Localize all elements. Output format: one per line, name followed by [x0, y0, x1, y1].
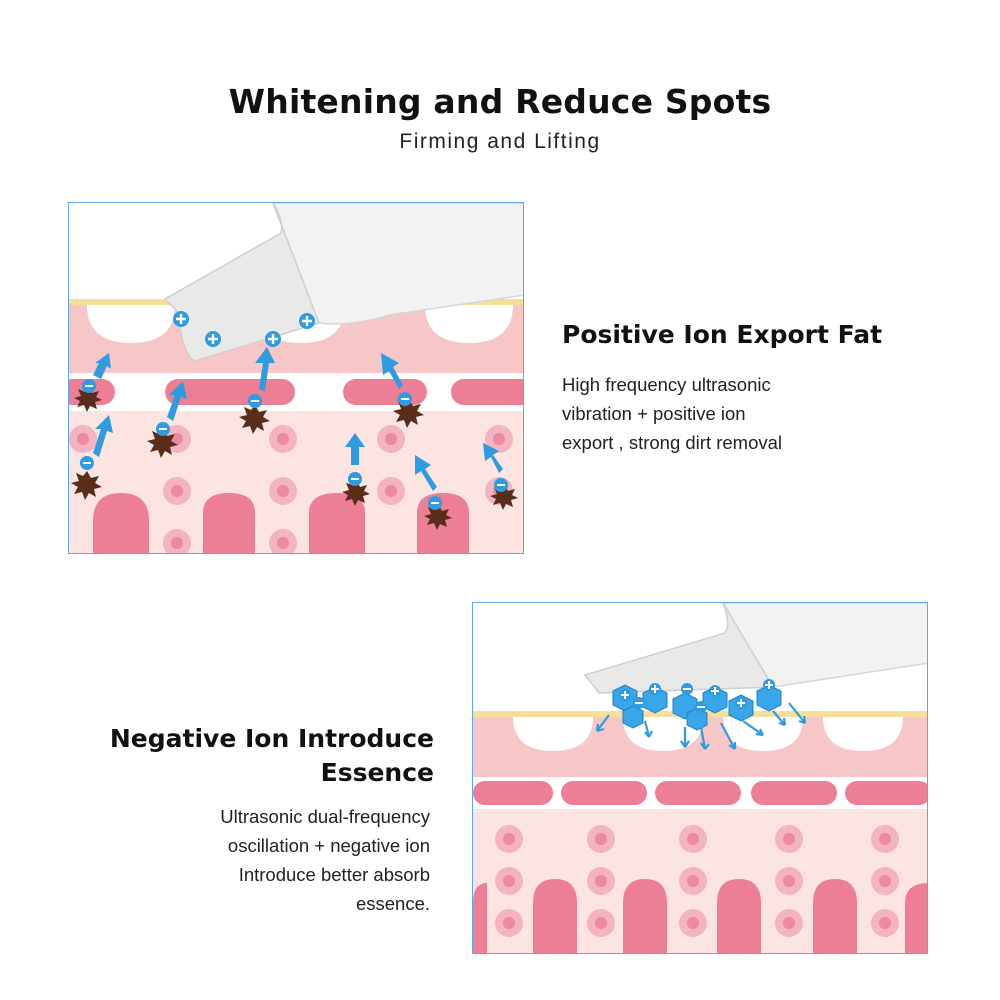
papillae	[473, 879, 927, 953]
dermis-cells	[69, 425, 513, 553]
negative-desc-line-4: essence.	[355, 893, 430, 914]
ultrasonic-scrubber-icon	[163, 203, 523, 362]
arrow-up-icon	[93, 347, 503, 491]
negative-ion-description: Ultrasonic dual-frequency oscillation + …	[90, 802, 430, 918]
dermis-bands	[473, 781, 927, 805]
negative-desc-line-3: Introduce better absorb	[238, 864, 430, 885]
negative-heading-line-2: Essence	[320, 757, 434, 787]
plus-ion-icon	[619, 679, 775, 709]
negative-heading-line-1: Negative Ion Introduce	[109, 724, 434, 753]
negative-ion-heading: Negative Ion Introduce Essence	[70, 722, 434, 790]
positive-ion-illustration	[68, 202, 524, 554]
negative-ion-illustration	[472, 602, 928, 954]
positive-desc-line-2: vibration + positive ion	[562, 403, 746, 424]
minus-signs	[83, 385, 505, 504]
arrow-down-icon	[595, 702, 807, 750]
essence-molecules	[612, 684, 782, 731]
positive-desc-line-3: export , strong dirt removal	[562, 432, 783, 453]
negative-desc-line-2: oscillation + negative ion	[227, 835, 430, 856]
negative-desc-line-1: Ultrasonic dual-frequency	[220, 806, 430, 827]
skin-diagram-negative	[473, 603, 927, 953]
positive-ion-description: High frequency ultrasonic vibration + po…	[562, 370, 852, 457]
minus-ion-icon	[633, 683, 707, 713]
ultrasonic-scrubber-icon	[583, 603, 927, 694]
skin-diagram-positive	[69, 203, 523, 553]
minus-ion-icon	[80, 379, 508, 510]
dermis-cells	[495, 825, 899, 937]
page-subtitle: Firming and Lifting	[399, 130, 601, 153]
dirt-spot-icon	[71, 387, 518, 530]
positive-ion-heading: Positive Ion Export Fat	[562, 320, 883, 349]
plus-ion-icon	[173, 311, 315, 347]
page-title: Whitening and Reduce Spots	[228, 82, 772, 121]
positive-desc-line-1: High frequency ultrasonic	[562, 374, 771, 395]
